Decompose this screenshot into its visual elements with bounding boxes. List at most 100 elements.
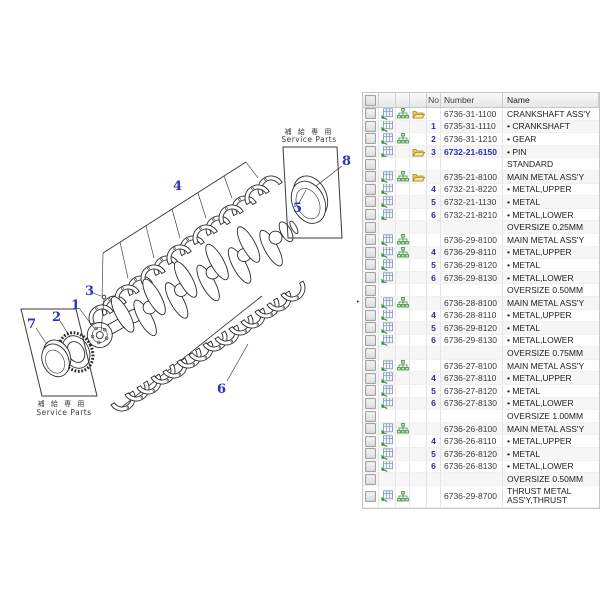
hierarchy-cell[interactable] xyxy=(396,296,410,309)
table-row[interactable]: ‣ xyxy=(363,359,599,373)
row-checkbox[interactable] xyxy=(365,171,376,183)
hierarchy-cell[interactable] xyxy=(396,334,410,347)
part-number[interactable] xyxy=(441,347,503,359)
table-row[interactable]: ‣ xyxy=(363,309,599,323)
add-to-partslist-cell[interactable] xyxy=(379,397,396,410)
row-checkbox[interactable] xyxy=(365,322,376,334)
part-number[interactable]: 6736-31-1100 xyxy=(441,108,503,120)
assembly-folder-cell[interactable] xyxy=(410,246,427,259)
assembly-folder-cell[interactable] xyxy=(410,485,427,507)
row-select-cell[interactable] xyxy=(363,385,379,397)
row-select-cell[interactable] xyxy=(363,410,379,422)
row-select-cell[interactable] xyxy=(363,359,379,372)
assembly-folder-cell[interactable] xyxy=(410,233,427,246)
add-to-partslist-cell[interactable] xyxy=(379,435,396,448)
add-to-partslist-cell[interactable] xyxy=(379,296,396,309)
assembly-folder-cell[interactable] xyxy=(410,347,427,359)
row-select-cell[interactable] xyxy=(363,108,379,120)
row-select-cell[interactable] xyxy=(363,133,379,145)
assembly-folder-cell[interactable] xyxy=(410,322,427,334)
add-to-partslist-icon[interactable] xyxy=(381,234,393,246)
part-number[interactable] xyxy=(441,473,503,485)
row-checkbox[interactable] xyxy=(365,221,376,233)
table-row[interactable]: ‣ xyxy=(363,208,599,222)
table-row[interactable]: ‣ xyxy=(363,422,599,436)
add-to-partslist-cell[interactable] xyxy=(379,271,396,284)
hierarchy-cell[interactable] xyxy=(396,397,410,410)
hierarchy-cell[interactable] xyxy=(396,158,410,170)
add-to-partslist-cell[interactable] xyxy=(379,347,396,359)
part-number[interactable] xyxy=(441,221,503,233)
part-number[interactable]: 6736-29-8130 xyxy=(441,334,503,347)
table-row[interactable]: ‣ xyxy=(363,448,599,461)
hierarchy-icon[interactable] xyxy=(396,171,409,182)
table-row[interactable]: ‣ xyxy=(363,170,599,184)
assembly-folder-cell[interactable] xyxy=(410,120,427,133)
row-checkbox[interactable] xyxy=(365,108,376,120)
hierarchy-cell[interactable] xyxy=(396,347,410,359)
hierarchy-cell[interactable] xyxy=(396,422,410,435)
part-number[interactable]: 6736-27-8110 xyxy=(441,372,503,385)
assembly-folder-cell[interactable] xyxy=(410,221,427,233)
hierarchy-cell[interactable] xyxy=(396,208,410,221)
row-checkbox[interactable] xyxy=(365,347,376,359)
add-to-partslist-cell[interactable] xyxy=(379,322,396,334)
row-select-cell[interactable] xyxy=(363,233,379,246)
assembly-folder-cell[interactable] xyxy=(410,170,427,183)
row-checkbox[interactable] xyxy=(365,334,376,346)
add-to-partslist-cell[interactable] xyxy=(379,309,396,322)
add-to-partslist-cell[interactable] xyxy=(379,158,396,170)
callout-5[interactable]: 5 xyxy=(293,201,302,216)
callout-1[interactable]: 1 xyxy=(71,298,80,313)
part-number[interactable]: 6736-29-8700 xyxy=(441,485,503,507)
part-number[interactable]: 6736-26-8130 xyxy=(441,460,503,473)
row-select-cell[interactable] xyxy=(363,322,379,334)
add-to-partslist-icon[interactable] xyxy=(381,183,393,196)
table-row[interactable]: ‣ xyxy=(363,271,599,285)
part-number[interactable]: 6732-21-8220 xyxy=(441,183,503,196)
hierarchy-cell[interactable] xyxy=(396,246,410,259)
assembly-folder-cell[interactable] xyxy=(410,385,427,397)
row-select-cell[interactable] xyxy=(363,296,379,309)
assembly-folder-cell[interactable] xyxy=(410,145,427,158)
add-to-partslist-cell[interactable] xyxy=(379,359,396,372)
row-select-cell[interactable] xyxy=(363,448,379,460)
hierarchy-cell[interactable] xyxy=(396,460,410,473)
row-checkbox[interactable] xyxy=(365,284,376,296)
add-to-partslist-icon[interactable] xyxy=(381,133,393,145)
add-to-partslist-cell[interactable] xyxy=(379,233,396,246)
table-row[interactable]: ‣ xyxy=(363,372,599,386)
part-number[interactable]: 6736-26-8120 xyxy=(441,448,503,460)
add-to-partslist-cell[interactable] xyxy=(379,448,396,460)
assembly-folder-cell[interactable] xyxy=(410,448,427,460)
add-to-partslist-cell[interactable] xyxy=(379,334,396,347)
add-to-partslist-cell[interactable] xyxy=(379,385,396,397)
add-to-partslist-cell[interactable] xyxy=(379,473,396,485)
add-to-partslist-icon[interactable] xyxy=(381,448,393,460)
row-select-cell[interactable] xyxy=(363,372,379,385)
table-row[interactable]: ‣ xyxy=(356,296,599,310)
hierarchy-cell[interactable] xyxy=(396,322,410,334)
hierarchy-cell[interactable] xyxy=(396,410,410,422)
row-checkbox[interactable] xyxy=(365,385,376,397)
table-row[interactable]: ‣ xyxy=(363,284,599,297)
row-checkbox[interactable] xyxy=(365,196,376,208)
row-checkbox[interactable] xyxy=(365,490,376,502)
add-to-partslist-cell[interactable] xyxy=(379,284,396,296)
row-select-cell[interactable] xyxy=(363,145,379,158)
row-select-cell[interactable] xyxy=(363,259,379,271)
hierarchy-cell[interactable] xyxy=(396,196,410,208)
assembly-folder-cell[interactable] xyxy=(410,284,427,296)
assembly-folder-cell[interactable] xyxy=(410,133,427,145)
table-row[interactable]: ‣ xyxy=(363,435,599,449)
hierarchy-cell[interactable] xyxy=(396,284,410,296)
add-to-partslist-cell[interactable] xyxy=(379,485,396,507)
table-row[interactable]: ‣ xyxy=(363,108,599,121)
add-to-partslist-icon[interactable] xyxy=(381,460,393,473)
table-row[interactable]: ‣ xyxy=(363,133,599,146)
part-number[interactable]: 6736-27-8100 xyxy=(441,359,503,372)
callout-2[interactable]: 2 xyxy=(52,310,61,325)
row-select-cell[interactable] xyxy=(363,158,379,170)
table-row[interactable]: ‣ xyxy=(363,347,599,360)
table-row[interactable]: ‣ xyxy=(363,246,599,260)
